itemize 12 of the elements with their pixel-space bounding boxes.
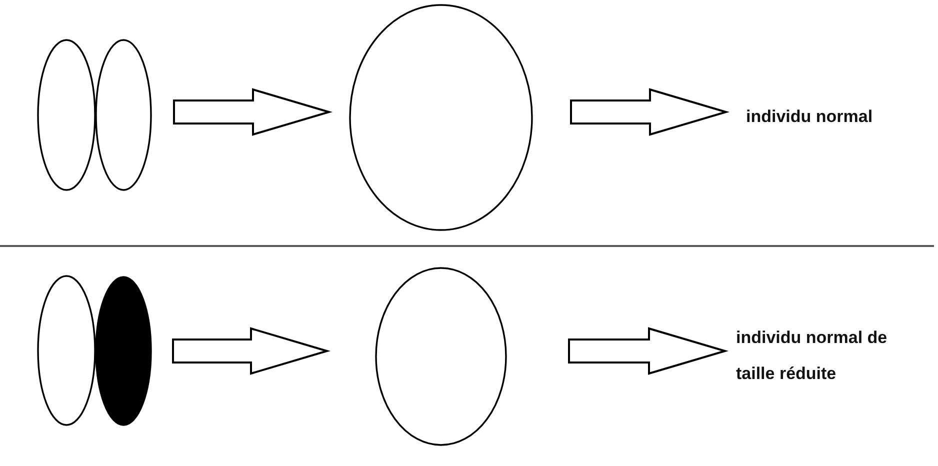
oval xyxy=(37,39,96,191)
block-arrow xyxy=(570,88,730,136)
oval xyxy=(349,4,533,231)
oval xyxy=(375,267,507,446)
outcome-label: individu normal de taille réduite xyxy=(736,320,920,392)
block-arrow xyxy=(568,327,729,375)
oval xyxy=(37,275,96,426)
block-arrow xyxy=(172,327,331,375)
filled-oval xyxy=(95,276,152,426)
block-arrow xyxy=(173,88,333,136)
outcome-label: individu normal xyxy=(746,99,916,135)
oval xyxy=(95,39,152,191)
